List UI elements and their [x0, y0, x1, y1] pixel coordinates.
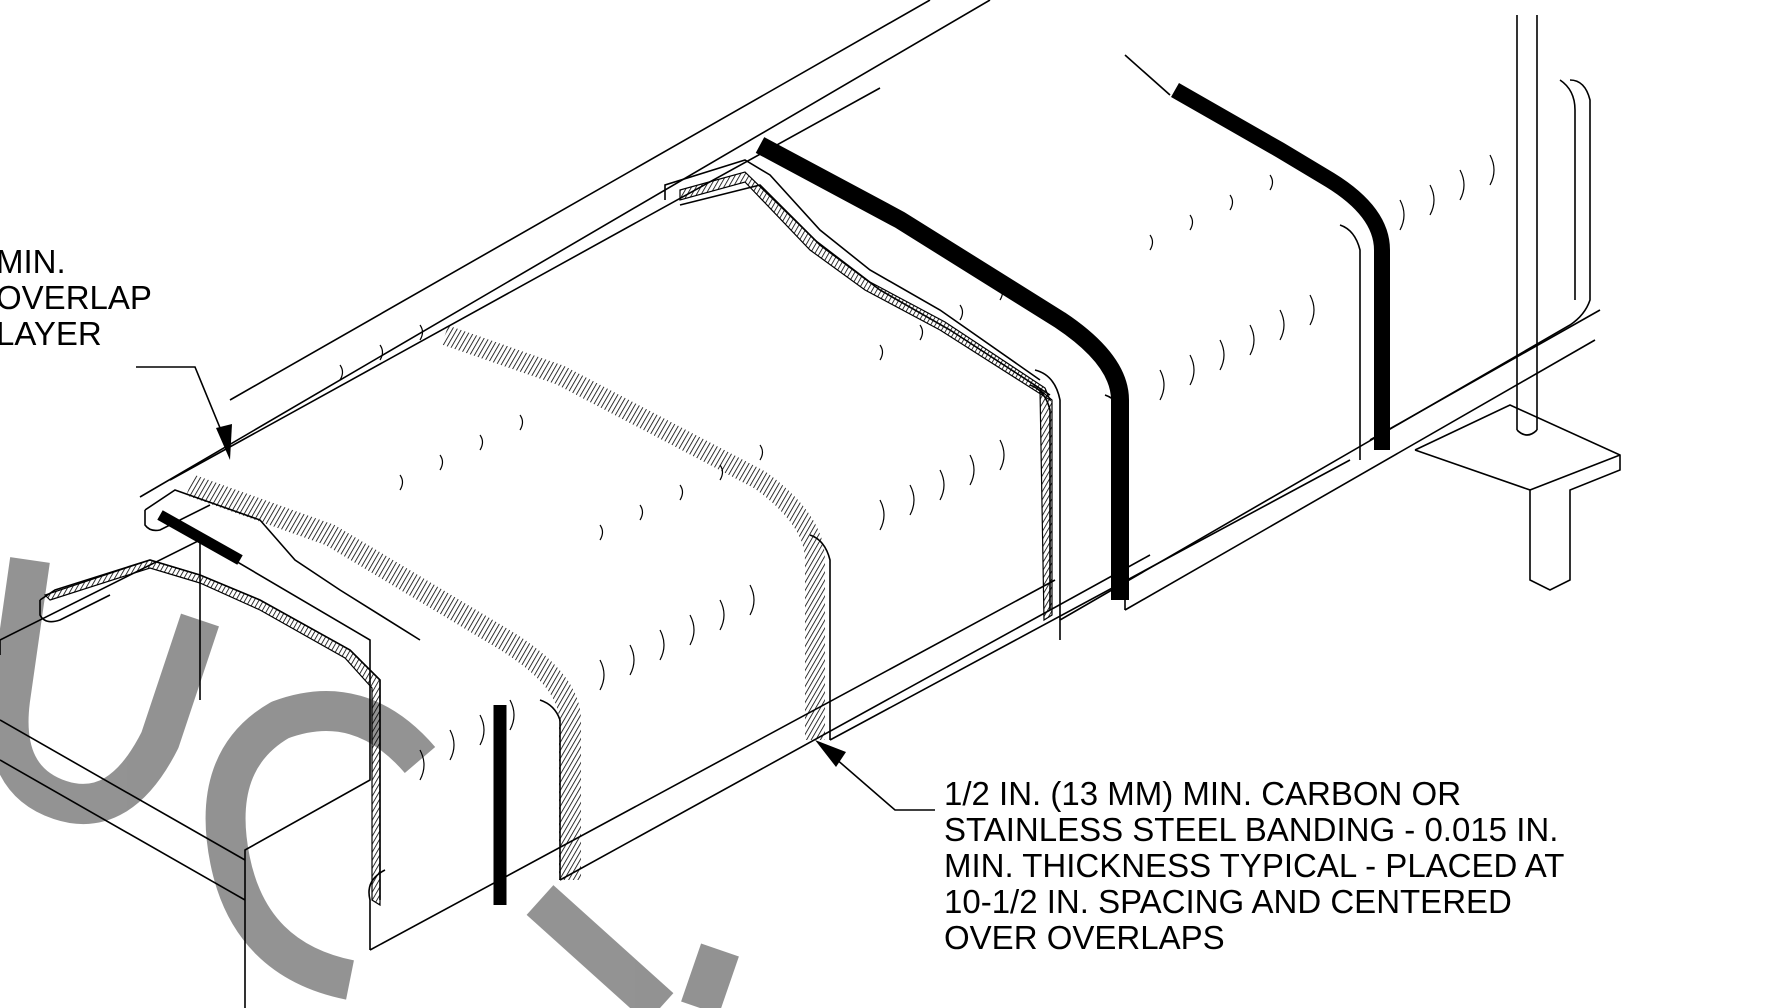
steel-band-4 [441, 325, 825, 740]
overlap-callout-line-2: OVERLAP [0, 279, 152, 316]
banding-callout-line-2: STAINLESS STEEL BANDING - 0.015 IN. [944, 811, 1559, 848]
leader-arrowheads [216, 424, 846, 767]
watermark [0, 557, 739, 1008]
overlap-callout-line-1: MIN. [0, 243, 66, 280]
insulation-section [43, 171, 1053, 907]
arrowhead-banding [815, 740, 846, 767]
banding-callout-line-3: MIN. THICKNESS TYPICAL - PLACED AT [944, 847, 1565, 884]
insulation-texture [339, 154, 1495, 781]
steel-bands [157, 83, 1390, 905]
banding-callout-text: 1/2 IN. (13 MM) MIN. CARBON OR STAINLESS… [944, 776, 1564, 956]
leader-banding [819, 744, 935, 811]
banding-callout-line-5: OVER OVERLAPS [944, 919, 1225, 956]
steel-band-6 [1171, 83, 1390, 450]
steel-band-5 [755, 137, 1129, 600]
steel-band-1 [157, 510, 243, 565]
banding-callout-line-4: 10-1/2 IN. SPACING AND CENTERED [944, 883, 1512, 920]
overlap-callout-line-3: LAYER [0, 315, 102, 352]
arrowhead-overlap [216, 424, 232, 460]
leader-lines [136, 366, 935, 811]
leader-overlap [136, 366, 226, 441]
banding-callout-line-1: 1/2 IN. (13 MM) MIN. CARBON OR [944, 775, 1462, 812]
steel-band-3 [186, 474, 581, 880]
overlap-callout-text: MIN. OVERLAP LAYER [0, 244, 152, 352]
